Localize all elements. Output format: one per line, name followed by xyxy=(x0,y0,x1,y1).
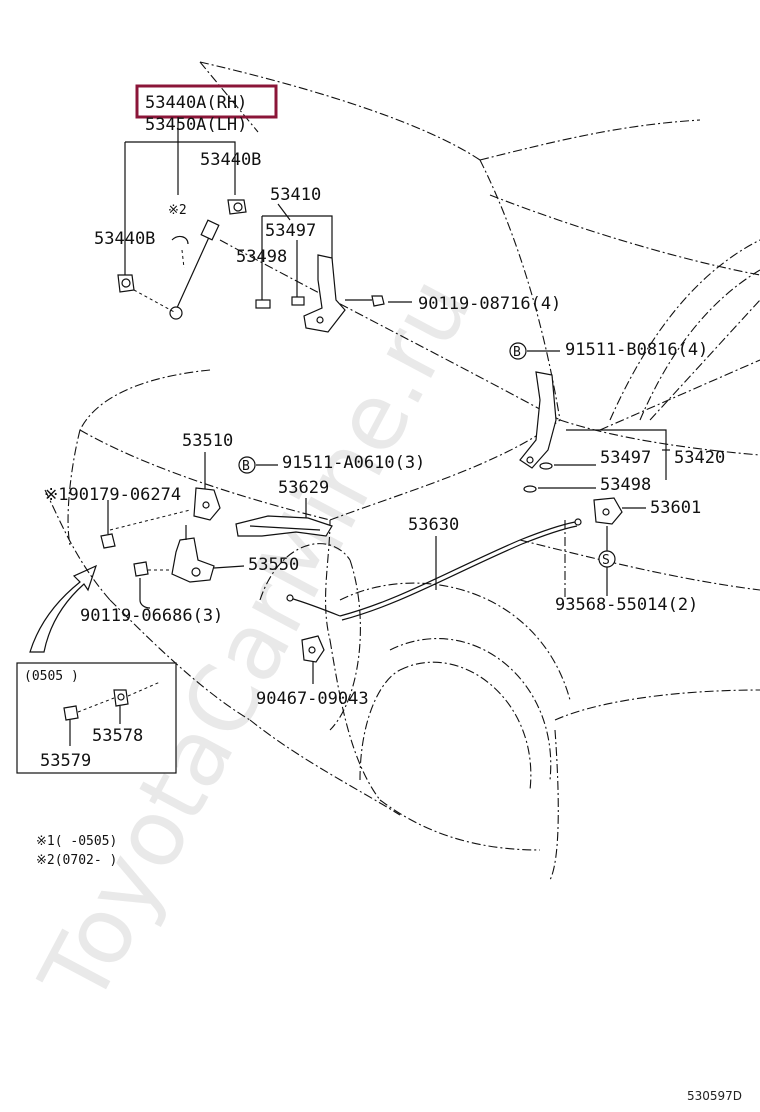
circle-b-right: B xyxy=(513,345,521,360)
label-53630: 53630 xyxy=(408,515,459,535)
circle-s: S xyxy=(602,553,610,568)
label-53440b-top: 53440B xyxy=(200,150,261,170)
watermark: ToyotaCarMine.ru xyxy=(19,260,491,1021)
label-90179: ※190179-06274 xyxy=(44,485,181,505)
hood-hinge-right xyxy=(519,371,557,469)
circle-b-center: B xyxy=(242,459,250,474)
label-90467: 90467-09043 xyxy=(256,689,369,709)
hood-lock-bracket xyxy=(235,515,333,537)
label-53550: 53550 xyxy=(248,555,299,575)
inset-code: (0505 ) xyxy=(24,669,79,684)
note-2: ※2(0702- ) xyxy=(36,853,117,868)
label-90119-06686: 90119-06686(3) xyxy=(80,606,223,626)
label-93568: 93568-55014(2) xyxy=(555,595,698,615)
label-53410: 53410 xyxy=(270,185,321,205)
label-53629: 53629 xyxy=(278,478,329,498)
label-91511-b0816: 91511-B0816(4) xyxy=(565,340,708,360)
label-53498-right: 53498 xyxy=(600,475,651,495)
label-53510: 53510 xyxy=(182,431,233,451)
hood-outline xyxy=(44,61,760,851)
hood-lock-assembly xyxy=(171,525,215,583)
hood-release-cable xyxy=(286,518,582,621)
label-53497-top: 53497 xyxy=(265,221,316,241)
grommet-53579 xyxy=(63,705,79,721)
label-53498-top: 53498 xyxy=(236,247,287,267)
arrow-to-inset xyxy=(29,564,98,653)
highlight-box xyxy=(135,84,278,119)
hood-release-lever xyxy=(593,497,623,525)
hood-support-rod xyxy=(117,117,247,320)
label-53450a: 53450A(LH) xyxy=(145,115,247,135)
diagram-ref-code: 530597D xyxy=(687,1089,742,1103)
label-53420: 53420 xyxy=(674,448,725,468)
label-91511-a0610: 91511-A0610(3) xyxy=(282,453,425,473)
label-53579: 53579 xyxy=(40,751,91,771)
label-53601: 53601 xyxy=(650,498,701,518)
hood-lock-support xyxy=(193,487,221,521)
label-mark2: ※2 xyxy=(168,203,187,218)
label-53578: 53578 xyxy=(92,726,143,746)
inset-box xyxy=(16,662,177,774)
hood-hinge-left xyxy=(303,254,346,333)
note-1: ※1( -0505) xyxy=(36,834,117,849)
wheel xyxy=(339,582,571,881)
label-53497-right: 53497 xyxy=(600,448,651,468)
cable-clamp xyxy=(301,635,325,663)
label-53440b-left: 53440B xyxy=(94,229,155,249)
label-53440a: 53440A(RH) xyxy=(145,93,247,113)
label-90119-08716: 90119-08716(4) xyxy=(418,294,561,314)
